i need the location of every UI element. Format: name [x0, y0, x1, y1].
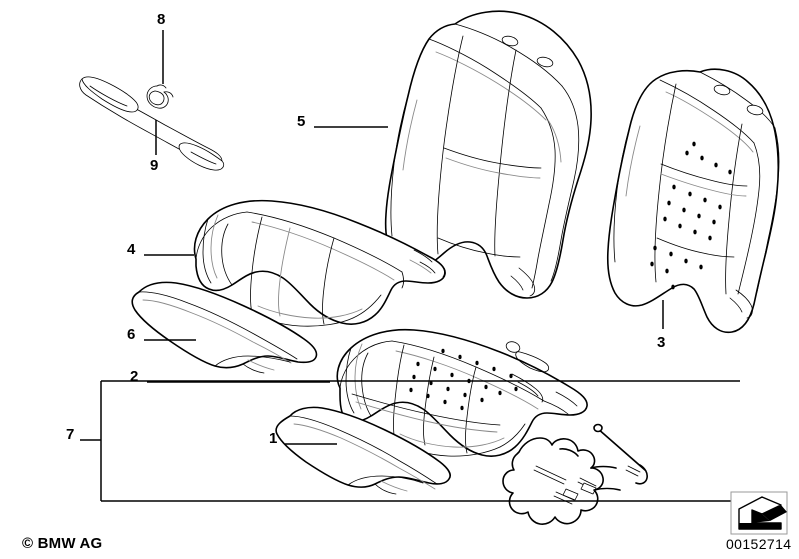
callout-4: 4: [127, 241, 136, 258]
part-3-backrest-foam-pad: [606, 68, 780, 334]
callout-3: 3: [657, 334, 666, 351]
diagram-part-number: 00152714: [726, 536, 792, 552]
part-5-backrest-cover: [384, 10, 592, 299]
group-bracket-7: [100, 380, 740, 502]
callout-7: 7: [66, 426, 75, 443]
callout-5: 5: [297, 113, 306, 130]
copyright-notice: © BMW AG: [22, 535, 103, 552]
part-1-thigh-support-foam-pad: [275, 406, 451, 495]
seat-spring-mat: [502, 423, 648, 525]
part-2-seat-cushion-foam-pad: [336, 328, 588, 457]
arrow-direction-icon: [730, 491, 788, 535]
callout-leader-lines: [80, 30, 664, 445]
callout-8: 8: [157, 11, 166, 28]
callout-9: 9: [150, 157, 159, 174]
callout-2: 2: [130, 368, 139, 385]
part-9-wire-tie: [79, 76, 225, 171]
callout-1: 1: [269, 430, 278, 447]
part-8-retaining-clip: [146, 84, 174, 109]
callout-6: 6: [127, 326, 136, 343]
part-4-seat-cushion-cover: [193, 199, 446, 327]
